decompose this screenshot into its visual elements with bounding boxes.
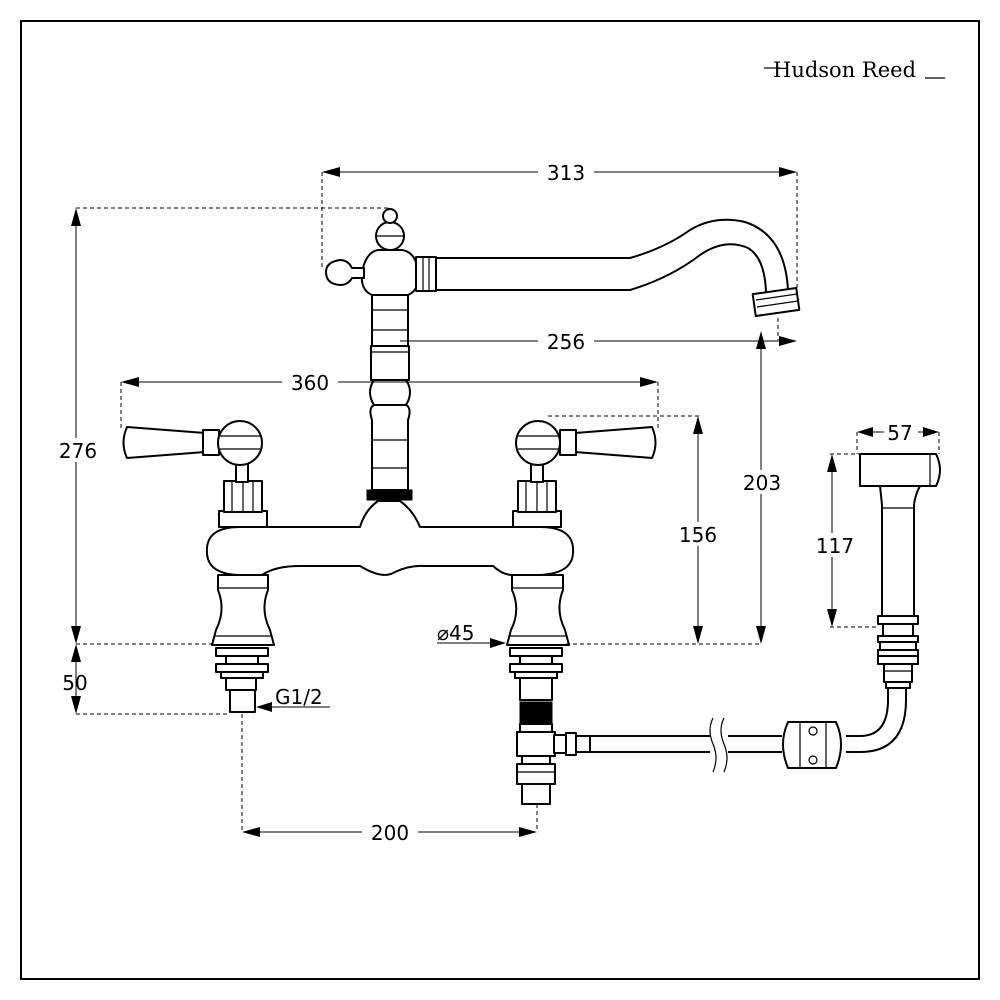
label-200: 200 — [371, 821, 409, 845]
drawing-border — [20, 20, 980, 980]
mixer-head — [360, 249, 420, 296]
side-spray[interactable] — [859, 453, 941, 689]
mixer-lever-knob[interactable] — [325, 259, 365, 286]
left-valve-collar — [218, 510, 268, 528]
label-117: 117 — [816, 534, 854, 558]
hose-weight — [782, 721, 842, 769]
dimension-labels: 313 256 360 276 203 156 50 57 117 ⌀45 G1… — [52, 160, 918, 845]
left-shank — [215, 647, 269, 713]
left-lever-handle[interactable] — [122, 426, 206, 459]
label-diameter-45: ⌀45 — [437, 621, 475, 645]
right-shank — [509, 647, 567, 805]
right-lever-handle[interactable] — [574, 426, 657, 459]
label-256: 256 — [547, 330, 585, 354]
label-313: 313 — [547, 161, 585, 185]
brand-logo: Hudson Reed — [764, 58, 945, 82]
label-276: 276 — [59, 439, 97, 463]
right-pillar-base — [506, 574, 570, 646]
brand-name: Hudson Reed — [773, 58, 916, 82]
faucet-body — [122, 208, 941, 805]
spout — [435, 218, 789, 294]
spray-head — [859, 453, 941, 487]
label-50: 50 — [62, 671, 87, 695]
left-pillar-base — [211, 574, 275, 646]
label-57: 57 — [887, 421, 912, 445]
dimension-lines — [71, 167, 940, 837]
right-valve-collar — [512, 510, 562, 528]
spray-hose — [565, 688, 907, 773]
label-203: 203 — [743, 471, 781, 495]
label-thread-g12: G1/2 — [275, 685, 323, 709]
label-360: 360 — [291, 371, 329, 395]
central-column — [366, 294, 413, 501]
label-156: 156 — [679, 523, 717, 547]
